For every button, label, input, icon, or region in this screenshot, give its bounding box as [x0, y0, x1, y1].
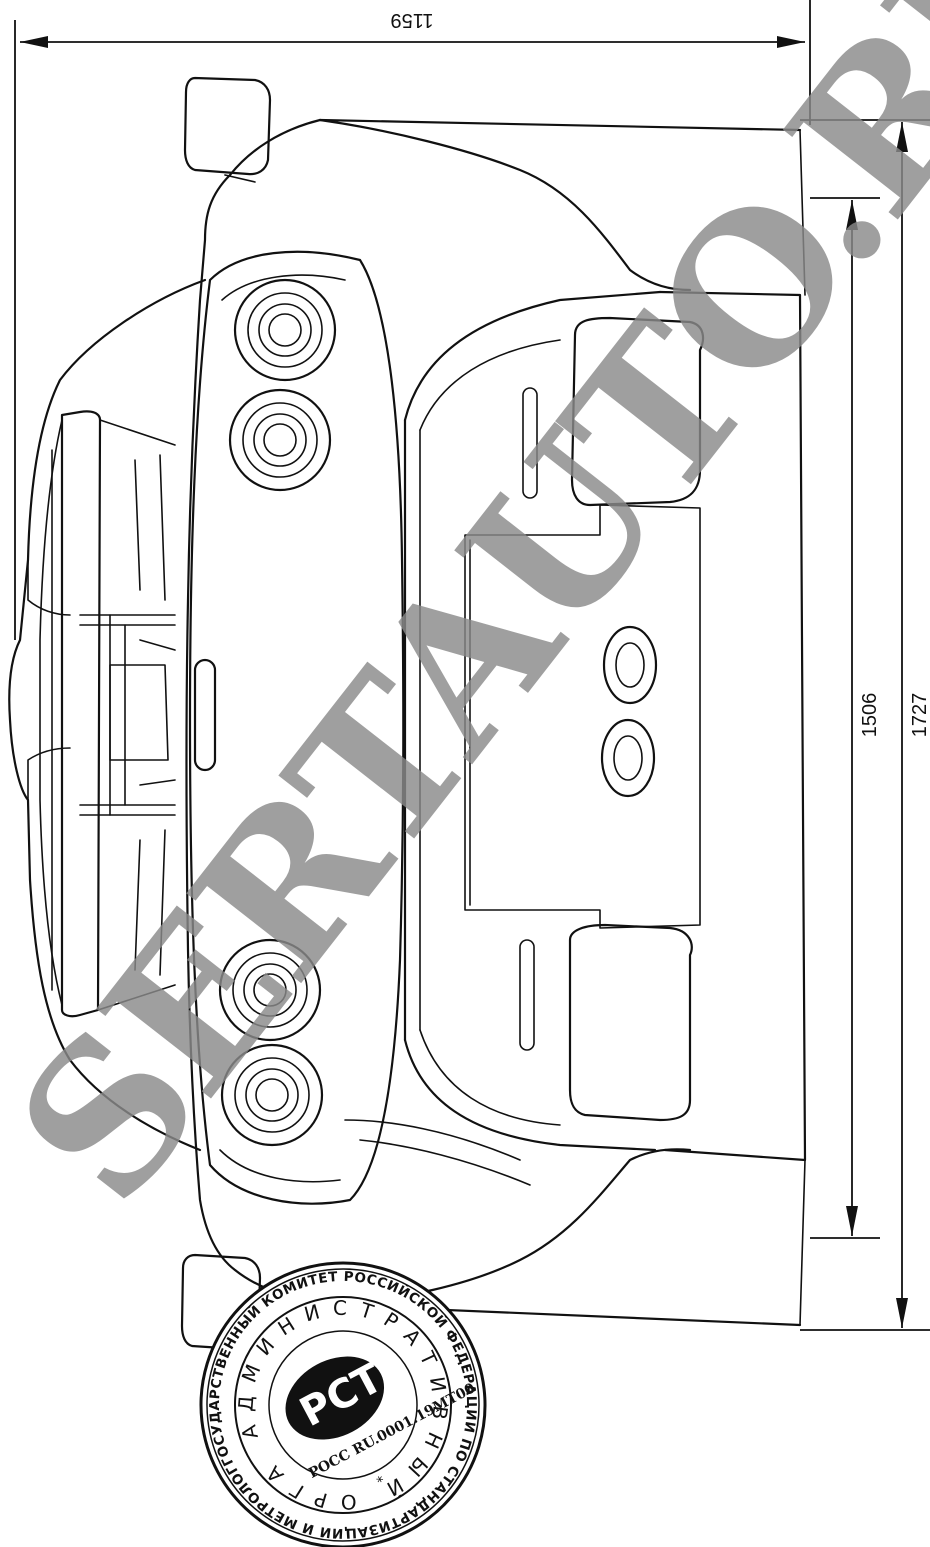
rear-lamps-lower	[218, 938, 324, 1147]
center-reflector	[193, 658, 217, 772]
rear-lamps-upper	[228, 278, 337, 492]
dim-arrow	[777, 36, 805, 48]
watermark-text: SERTAUTO.RU	[0, 0, 930, 1245]
mirror-upper	[183, 76, 272, 176]
vehicle-outline	[8, 76, 807, 1351]
tyre-left	[570, 316, 705, 507]
exhaust-pipes	[600, 625, 658, 798]
dimension-lines	[14, 0, 930, 1331]
dim-arrow	[846, 1206, 858, 1236]
dim-arrow	[896, 122, 908, 152]
dim-label-1727: 1727	[909, 693, 930, 738]
tyre-right	[568, 923, 693, 1122]
dim-arrow	[896, 1298, 908, 1328]
dim-label-1159: 1159	[390, 9, 433, 31]
dim-arrow	[846, 200, 858, 230]
certification-seal: ГОСУДАРСТВЕННЫЙ КОМИТЕТ РОССИЙСКОЙ ФЕДЕР…	[159, 1221, 527, 1547]
dim-label-1506: 1506	[859, 693, 881, 738]
dim-arrow	[20, 36, 48, 48]
